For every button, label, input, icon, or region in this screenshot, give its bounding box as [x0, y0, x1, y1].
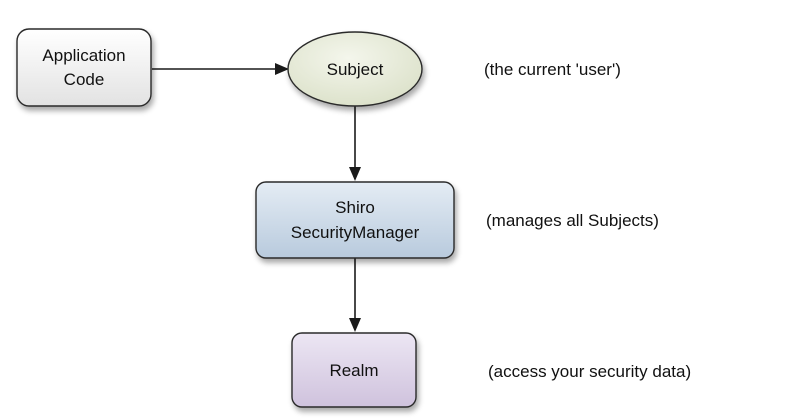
realm-label: Realm	[329, 361, 378, 380]
subject-label: Subject	[327, 60, 384, 79]
security-manager-box	[255, 181, 455, 259]
subject-node: Subject	[287, 31, 423, 107]
subject-annotation: (the current 'user')	[484, 60, 621, 79]
application-code-box	[16, 28, 152, 107]
application-code-node: Application Code	[16, 28, 152, 107]
realm-annotation: (access your security data)	[488, 362, 691, 381]
application-code-label-line2: Code	[64, 70, 105, 89]
security-manager-label-line2: SecurityManager	[291, 223, 420, 242]
realm-node: Realm	[291, 332, 417, 408]
application-code-label-line1: Application	[42, 46, 125, 65]
security-manager-annotation: (manages all Subjects)	[486, 211, 659, 230]
realm-box	[291, 332, 417, 408]
security-manager-node: Shiro SecurityManager	[255, 181, 455, 259]
security-manager-label-line1: Shiro	[335, 198, 375, 217]
subject-ellipse	[287, 31, 423, 107]
